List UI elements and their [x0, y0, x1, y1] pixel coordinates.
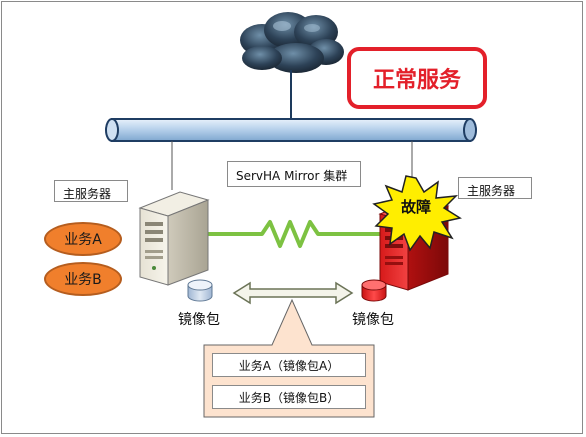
list-item: 业务A（镜像包A）: [212, 353, 366, 377]
list-item: 业务B（镜像包B）: [212, 385, 366, 409]
disk-icon: [187, 279, 213, 302]
service-a-badge: 业务A: [44, 222, 122, 256]
cluster-label: ServHA Mirror 集群: [227, 161, 361, 187]
mirror-list: 业务A（镜像包A） 业务B（镜像包B）: [204, 345, 374, 417]
disk-icon: [361, 279, 387, 302]
cloud-icon: [240, 12, 344, 73]
heartbeat-link-icon: [207, 220, 380, 248]
server-icon: [138, 191, 210, 286]
fault-label: 故障: [400, 198, 431, 216]
right-disk-label: 镜像包: [352, 312, 394, 328]
network-bus-icon: [105, 118, 477, 142]
left-disk-label: 镜像包: [178, 312, 220, 328]
sync-arrow-icon: [232, 281, 354, 305]
right-server-label: 主服务器: [458, 177, 532, 199]
status-banner: 正常服务: [347, 47, 487, 109]
fault-burst-icon: [372, 175, 462, 252]
service-b-badge: 业务B: [44, 262, 122, 296]
left-server-label: 主服务器: [54, 180, 128, 202]
